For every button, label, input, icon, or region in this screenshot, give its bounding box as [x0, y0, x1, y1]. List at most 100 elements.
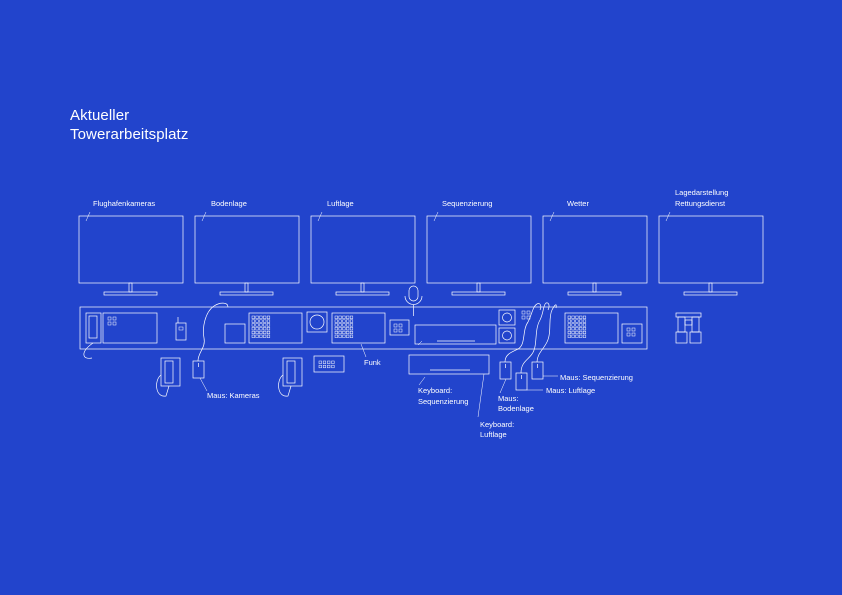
keypad-panel-luftlage [331, 312, 386, 344]
keypad-key [571, 330, 575, 335]
keypad-key [571, 327, 575, 331]
binocular-hinge [684, 319, 693, 326]
monitor-base [567, 291, 622, 296]
title-line-2: Towerarbeitsplatz [70, 126, 189, 143]
keypad-grid [567, 315, 587, 338]
monitor-label: Flughafenkameras [93, 199, 155, 208]
label-leader [499, 378, 507, 394]
monitor-base [335, 291, 390, 296]
keypad-key [582, 319, 587, 323]
keypad-key [263, 323, 267, 327]
keypad-key [263, 334, 267, 338]
mouse-body [192, 360, 205, 379]
keypad-key [331, 360, 335, 364]
mouse-kameras-icon [192, 302, 229, 379]
keypad-key [259, 323, 263, 327]
keypad-key [575, 319, 579, 323]
keypad-key [334, 315, 338, 319]
keypad-key [255, 330, 259, 335]
keypad-key [579, 319, 583, 323]
label-leader [317, 211, 323, 222]
keypad-key [349, 319, 354, 323]
keypad-key [582, 323, 587, 327]
monitor-label: Bodenlage [211, 199, 247, 208]
keypad-key [579, 327, 583, 331]
keypad-key [259, 315, 263, 319]
radio-body [175, 322, 187, 341]
monitor-screen [426, 215, 532, 284]
mouse-sequenzierung-icon [531, 304, 557, 380]
keypad-key [338, 323, 342, 327]
control-panel [102, 312, 158, 344]
monitor-label-line-2: Rettungsdienst [675, 199, 726, 208]
keypad-key [251, 330, 255, 335]
keypad-key [266, 330, 271, 335]
keypad-key [349, 323, 354, 327]
label-maus-luftlage: Maus: Luftlage [546, 386, 595, 395]
keypad-key [327, 364, 331, 369]
keypad-key [251, 323, 255, 327]
label-maus-kameras: Maus: Kameras [207, 391, 260, 400]
keypad-small [393, 323, 403, 333]
speaker [502, 330, 512, 341]
keypad-key [263, 319, 267, 323]
monitor-lagedarstellung-rettungsdienst: Lagedarstellung Rettungsdienst [658, 188, 764, 296]
label-leader [417, 340, 423, 346]
keypad-key [349, 315, 354, 319]
keypad-key [571, 323, 575, 327]
keypad-key [263, 315, 267, 319]
keypad-panel-bodenlage [248, 312, 303, 344]
small-keypad-panel [621, 323, 643, 344]
monitor-base [219, 291, 274, 296]
left-control-panel [83, 312, 158, 359]
keypad-small [107, 316, 117, 326]
keypad-key [338, 334, 342, 338]
binocular-lens-right [689, 331, 702, 344]
keypad-key [582, 334, 587, 338]
mouse-body [531, 361, 544, 380]
label-leader [360, 343, 367, 358]
label-keyboard-sequenzierung-1: Keyboard: [418, 386, 452, 395]
keypad-key [259, 330, 263, 335]
handset-cable [83, 342, 94, 359]
keypad-key [255, 327, 259, 331]
keypad-key [266, 319, 271, 323]
keypad-key [342, 327, 346, 331]
keypad-key [255, 315, 259, 319]
mouse-cable [197, 302, 229, 362]
keypad-key [266, 315, 271, 319]
keypad-key [266, 327, 271, 331]
keypad-key [571, 315, 575, 319]
binocular-barrel-left [677, 316, 686, 333]
keypad-key [334, 327, 338, 331]
keypad-key [571, 334, 575, 338]
keypad-small [626, 327, 636, 337]
mouse-bodenlage-icon [499, 303, 542, 380]
label-maus-bodenlage-2: Bodenlage [498, 404, 534, 413]
keypad-grid [251, 315, 271, 338]
label-keyboard-luftlage-2: Luftlage [480, 430, 507, 439]
binocular-bridge [675, 312, 702, 318]
small-keypad-panel [389, 319, 410, 336]
keypad-key [571, 319, 575, 323]
keypad-key [331, 364, 335, 369]
monitor-label: Wetter [567, 199, 589, 208]
handset [88, 315, 98, 339]
label-leader [549, 211, 555, 222]
keypad-key [582, 327, 587, 331]
funk-keypad [313, 355, 345, 373]
speaker-box [498, 327, 516, 344]
label-leader [418, 376, 426, 386]
monitor-label: Luftlage [327, 199, 354, 208]
label-leader [665, 211, 671, 222]
monitor-neck [708, 282, 713, 293]
phone-cable [278, 374, 292, 397]
keypad-key [349, 327, 354, 331]
keypad-key [334, 334, 338, 338]
monitor-luftlage: Luftlage [310, 199, 416, 296]
keypad-key [327, 360, 331, 364]
keypad-key [567, 334, 571, 338]
keypad-key [338, 315, 342, 319]
keypad-key [342, 315, 346, 319]
desk-console [79, 306, 648, 350]
